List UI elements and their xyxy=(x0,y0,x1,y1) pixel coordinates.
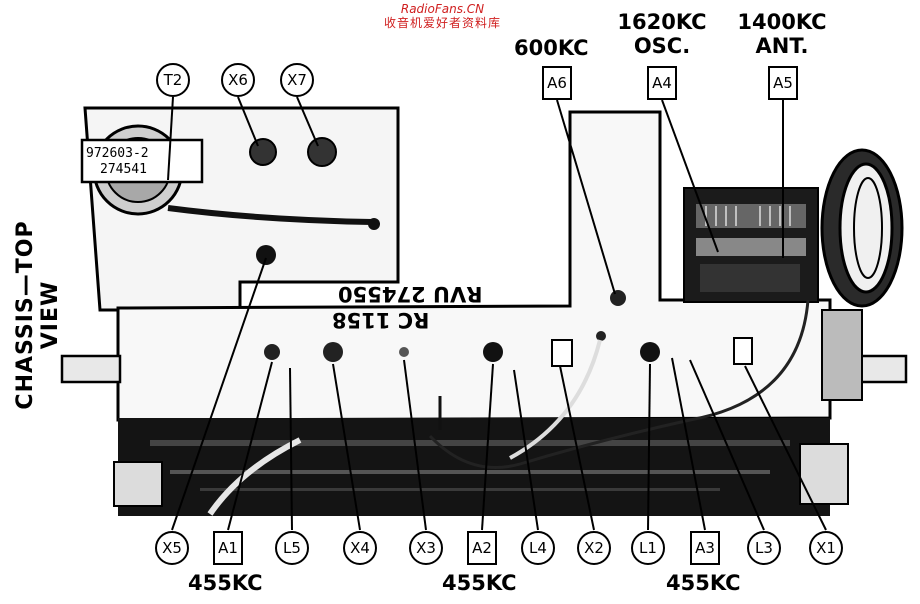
left-shaft xyxy=(60,354,122,384)
transistor-x6 xyxy=(249,138,277,166)
callout-a4: A4 xyxy=(647,66,677,100)
caption-1620kc: 1620KC xyxy=(617,10,707,34)
callout-x7: X7 xyxy=(280,63,314,97)
callout-l4: L4 xyxy=(521,531,555,565)
transformer-label-line1: 972603-2 xyxy=(86,146,149,161)
callout-l3: L3 xyxy=(747,531,781,565)
base-rail xyxy=(118,418,830,516)
caption-ant: ANT. xyxy=(755,34,809,58)
callout-a6: A6 xyxy=(542,66,572,100)
side-title: CHASSIS—TOP VIEW xyxy=(13,220,63,410)
callout-x3: X3 xyxy=(409,531,443,565)
caption-455kc-a3: 455KC xyxy=(666,571,741,595)
caption-455kc-a1: 455KC xyxy=(188,571,263,595)
watermark-tagline: 收音机爱好者资料库 xyxy=(384,16,502,30)
callout-a1: A1 xyxy=(213,531,243,565)
callout-x4: X4 xyxy=(343,531,377,565)
caption-osc: OSC. xyxy=(633,34,691,58)
transformer-label-line2: 274541 xyxy=(100,162,147,177)
watermark: RadioFans.CN 收音机爱好者资料库 xyxy=(384,2,501,30)
callout-x6: X6 xyxy=(221,63,255,97)
callout-l1: L1 xyxy=(631,531,665,565)
callout-x1: X1 xyxy=(809,531,843,565)
transistor-x7 xyxy=(307,137,337,167)
callout-l5: L5 xyxy=(275,531,309,565)
chassis-stamp-line1: RC 1158 xyxy=(332,308,430,332)
callout-x5: X5 xyxy=(155,531,189,565)
chassis-stamp-line2: RVU 274550 xyxy=(338,282,483,306)
caption-455kc-a2: 455KC xyxy=(442,571,517,595)
callout-a2: A2 xyxy=(467,531,497,565)
caption-600kc: 600KC xyxy=(514,36,589,60)
callout-a3: A3 xyxy=(690,531,720,565)
callout-x2: X2 xyxy=(577,531,611,565)
callout-a5: A5 xyxy=(768,66,798,100)
callout-t2: T2 xyxy=(156,63,190,97)
watermark-site: RadioFans.CN xyxy=(400,2,485,16)
caption-1400kc: 1400KC xyxy=(737,10,827,34)
